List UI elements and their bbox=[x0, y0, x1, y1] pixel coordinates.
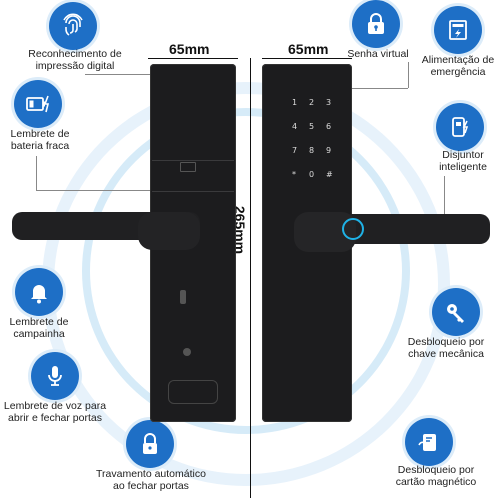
autolock-label: Travamento automático ao fechar portas bbox=[96, 468, 206, 492]
bell-label: Lembrete de campainha bbox=[9, 316, 69, 340]
card-label: Desbloqueio por cartão magnético bbox=[395, 464, 477, 488]
fingerprint-label: Reconhecimento de impressão digital bbox=[28, 48, 122, 72]
keypad-key[interactable]: # bbox=[326, 170, 333, 179]
fingerprint-icon bbox=[49, 2, 97, 50]
reset-hole bbox=[183, 348, 191, 356]
battery-cover bbox=[152, 160, 234, 192]
keypad-key[interactable]: 6 bbox=[326, 122, 332, 131]
dim-line-height bbox=[250, 58, 251, 498]
lock-password-icon bbox=[352, 0, 400, 48]
card-icon bbox=[405, 418, 453, 466]
keypad-key[interactable]: 5 bbox=[309, 122, 315, 131]
keypad-key[interactable]: 1 bbox=[292, 98, 298, 107]
leader-line bbox=[36, 190, 150, 191]
glow-ring-inner bbox=[82, 108, 410, 434]
keypad-key[interactable]: 9 bbox=[326, 146, 332, 155]
leader-line bbox=[444, 176, 445, 236]
emergency-label: Alimentação de emergência bbox=[421, 54, 495, 78]
keypad-key[interactable]: 7 bbox=[292, 146, 298, 155]
fingerprint-sensor bbox=[342, 218, 364, 240]
keypad-key[interactable]: 8 bbox=[309, 146, 315, 155]
power-icon bbox=[434, 6, 482, 54]
leader-line bbox=[408, 62, 409, 88]
key-label: Desbloqueio por chave mecânica bbox=[407, 336, 485, 360]
keypad-key[interactable]: 4 bbox=[292, 122, 298, 131]
key-icon bbox=[432, 288, 480, 336]
privacy-switch bbox=[180, 290, 186, 304]
voice-label: Lembrete de voz para abrir e fechar port… bbox=[3, 400, 107, 424]
dim-line-right bbox=[262, 58, 352, 59]
dim-width-right: 65mm bbox=[288, 41, 329, 57]
dim-line-left bbox=[148, 58, 238, 59]
dim-width-left: 65mm bbox=[169, 41, 210, 57]
keypad-key[interactable]: 3 bbox=[326, 98, 332, 107]
microphone-icon bbox=[31, 352, 79, 400]
leader-line bbox=[348, 88, 408, 89]
cover-latch-icon bbox=[180, 162, 196, 172]
password-label: Senha virtual bbox=[347, 48, 409, 60]
breaker-label: Disjuntor inteligente bbox=[439, 149, 487, 173]
battery-label: Lembrete de bateria fraca bbox=[10, 128, 70, 152]
leader-line bbox=[85, 74, 150, 75]
leader-line bbox=[36, 156, 37, 190]
usb-cover bbox=[168, 380, 218, 404]
breaker-icon bbox=[436, 103, 484, 151]
padlock-icon bbox=[126, 420, 174, 468]
keypad-key[interactable]: 2 bbox=[309, 98, 315, 107]
keypad-key[interactable]: * bbox=[292, 170, 296, 179]
keypad-key[interactable]: 0 bbox=[309, 170, 315, 179]
battery-icon bbox=[14, 80, 62, 128]
interior-handle-base bbox=[138, 212, 200, 250]
bell-icon bbox=[15, 268, 63, 316]
